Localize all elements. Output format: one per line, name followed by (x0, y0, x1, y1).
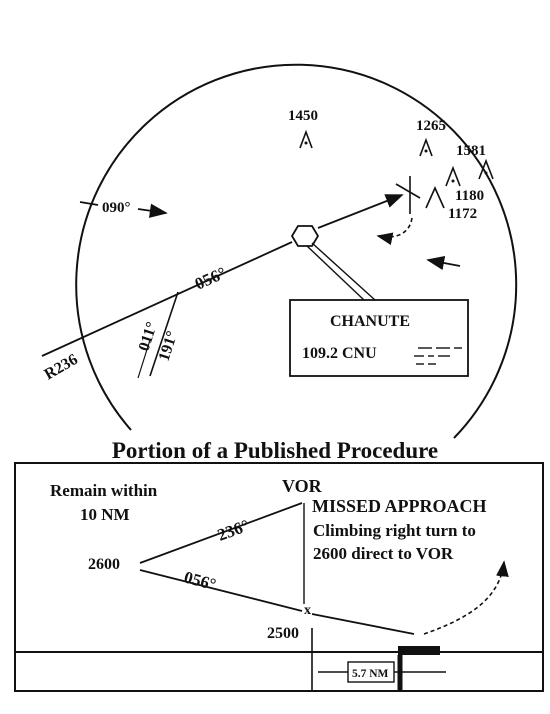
inbound-course-label: 056° (182, 568, 218, 595)
distance-box (347, 661, 395, 683)
station-name: CHANUTE (330, 313, 410, 330)
station-info-box: CHANUTE 109.2 CNU (289, 299, 469, 377)
bearing-label-011: 011° (136, 320, 161, 353)
bearing-separator (137, 339, 151, 379)
leader-line (311, 242, 376, 301)
remain-within-line1: Remain within (50, 481, 158, 500)
profile-vor-label: VOR (282, 476, 323, 496)
runway-block (398, 646, 440, 655)
obstacle-elevation-label: 1172 (448, 206, 477, 222)
leader-line (306, 245, 365, 301)
obstacle-elevation-label: 1265 (416, 118, 446, 134)
obstacle-1180: 1180 (445, 165, 484, 204)
crossing-radial-line (149, 291, 179, 377)
missed-approach-line1: Climbing right turn to (313, 521, 476, 540)
arc-course-label: 090° (102, 200, 131, 216)
course-continuation-arrow (317, 194, 404, 229)
missed-approach-line2: 2600 direct to VOR (313, 544, 454, 563)
fix-marker: x (304, 603, 311, 618)
turn-arrow-dashed (376, 217, 413, 246)
obstacle-1265: 1265 (416, 118, 446, 157)
missed-approach-title: MISSED APPROACH (312, 496, 487, 516)
outbound-leg-line (139, 502, 303, 564)
figure-caption: Portion of a Published Procedure (112, 438, 438, 463)
distance-label: 5.7 NM (352, 668, 389, 680)
inbound-leg-line (139, 569, 303, 612)
arc-course-arrow: 090° (79, 200, 168, 218)
approach-course-line (41, 241, 293, 357)
obstacle-elevation-label: 1450 (288, 108, 318, 124)
terrain-tick (395, 183, 421, 199)
inbound-wind-arrow (426, 255, 461, 271)
profile-view-frame (14, 462, 544, 692)
obstacle-elevation-label: 1581 (456, 143, 486, 159)
bearing-label-191: 191° (156, 329, 182, 363)
plan-view: 1450 1265 1581 1180 1172 090° (41, 63, 518, 439)
obstacle-1581: 1581 (456, 143, 494, 180)
station-frequency: 109.2 CNU (302, 345, 377, 362)
morse-identifier-icon (414, 347, 462, 365)
obstacle-1450: 1450 (288, 108, 318, 149)
obstacle-elevation-label: 1180 (455, 188, 484, 204)
obstacle-1172: 1172 (425, 186, 477, 222)
vor-hexagon-icon (290, 225, 320, 247)
outbound-course-label: 236° (215, 516, 252, 545)
missed-approach-arrow (423, 560, 509, 635)
profile-view: Remain within 10 NM VOR MISSED APPROACH … (14, 462, 544, 692)
inbound-course-label: 056° (192, 263, 229, 294)
fix-altitude-label: 2500 (267, 625, 299, 642)
final-segment-line (311, 613, 415, 635)
turn-altitude-label: 2600 (88, 556, 120, 573)
plan-view-range-circle (75, 63, 518, 439)
radial-label: R236 (42, 351, 81, 384)
remain-within-line2: 10 NM (80, 505, 130, 524)
